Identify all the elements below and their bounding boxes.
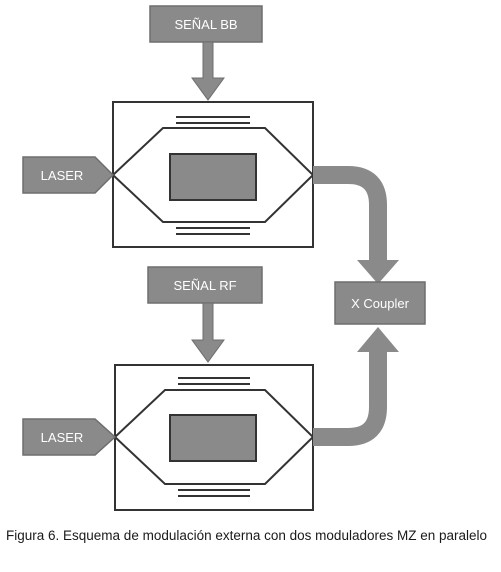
bottom-signal-arrow: [191, 302, 225, 363]
bottom-output-connector: [313, 350, 387, 446]
bottom-signal-label: SEÑAL RF: [173, 278, 236, 293]
bottom-output-arrowhead: [357, 327, 399, 352]
top-output-arrowhead: [357, 260, 399, 284]
modulation-diagram: SEÑAL BB LASER SEÑAL RF: [22, 5, 426, 511]
top-modulator: SEÑAL BB LASER: [22, 5, 315, 248]
top-signal-label: SEÑAL BB: [174, 17, 237, 32]
top-laser-label: LASER: [41, 168, 84, 183]
bottom-laser-label: LASER: [41, 430, 84, 445]
top-laser-block: [22, 156, 115, 194]
top-signal-arrow: [191, 41, 225, 101]
x-coupler-label: X Coupler: [351, 296, 409, 311]
bottom-signal-block: [147, 266, 263, 304]
top-central-electrode: [169, 153, 257, 201]
x-coupler-block: [334, 281, 426, 325]
bottom-laser-block: [22, 418, 117, 456]
figure-caption: Figura 6. Esquema de modulación externa …: [6, 528, 488, 543]
bottom-modulator: SEÑAL RF LASER: [22, 266, 315, 511]
bottom-central-electrode: [169, 414, 257, 462]
top-signal-block: [149, 5, 263, 43]
top-output-connector: [313, 166, 387, 262]
